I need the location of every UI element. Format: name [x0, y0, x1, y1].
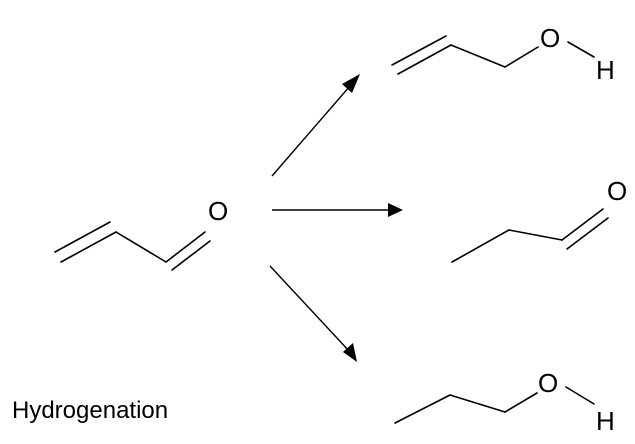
p1-oh-bond [567, 41, 595, 58]
p2-cc-bond-1 [451, 229, 510, 263]
p3-cc-bond-2 [449, 394, 506, 413]
reactant-cc-double-bond-outer [54, 221, 111, 253]
arrow-to-propanal [272, 203, 403, 217]
p2-co-double-bond-outer [561, 208, 604, 241]
reactant-co-double-bond-outer [165, 231, 206, 263]
reaction-caption: Hydrogenation [12, 397, 168, 424]
p2-cc-bond-2 [508, 229, 563, 241]
reactant-cc-single-bond [115, 231, 167, 263]
reactant-acrolein: O [54, 196, 228, 271]
arrow-to-allyl-alcohol [271, 74, 360, 177]
product-allyl-alcohol: O H [391, 23, 615, 85]
reactant-co-double-bond-inner [171, 240, 211, 271]
p1-co-single-bond [504, 46, 539, 68]
p1-cc-double-bond-inner [397, 44, 452, 75]
p1-oxygen-atom: O [540, 23, 560, 53]
p1-hydrogen-atom: H [596, 55, 615, 85]
reactant-oxygen-atom: O [208, 196, 228, 226]
p3-oxygen-atom: O [538, 368, 558, 398]
reactant-cc-double-bond-inner [60, 231, 117, 263]
product-propanol: O H [394, 368, 615, 436]
p2-co-double-bond-inner [566, 217, 609, 250]
p3-co-single-bond [504, 392, 538, 413]
p2-oxygen-atom: O [607, 176, 627, 206]
arrow-to-propanol [269, 265, 357, 362]
product-propanal: O [451, 176, 627, 263]
p1-cc-single-bond [450, 44, 506, 68]
p3-oh-bond [565, 386, 595, 405]
reaction-arrows [269, 74, 403, 362]
p1-cc-double-bond-outer [391, 35, 447, 66]
p3-cc-bond-1 [394, 394, 451, 424]
p3-hydrogen-atom: H [596, 406, 615, 436]
